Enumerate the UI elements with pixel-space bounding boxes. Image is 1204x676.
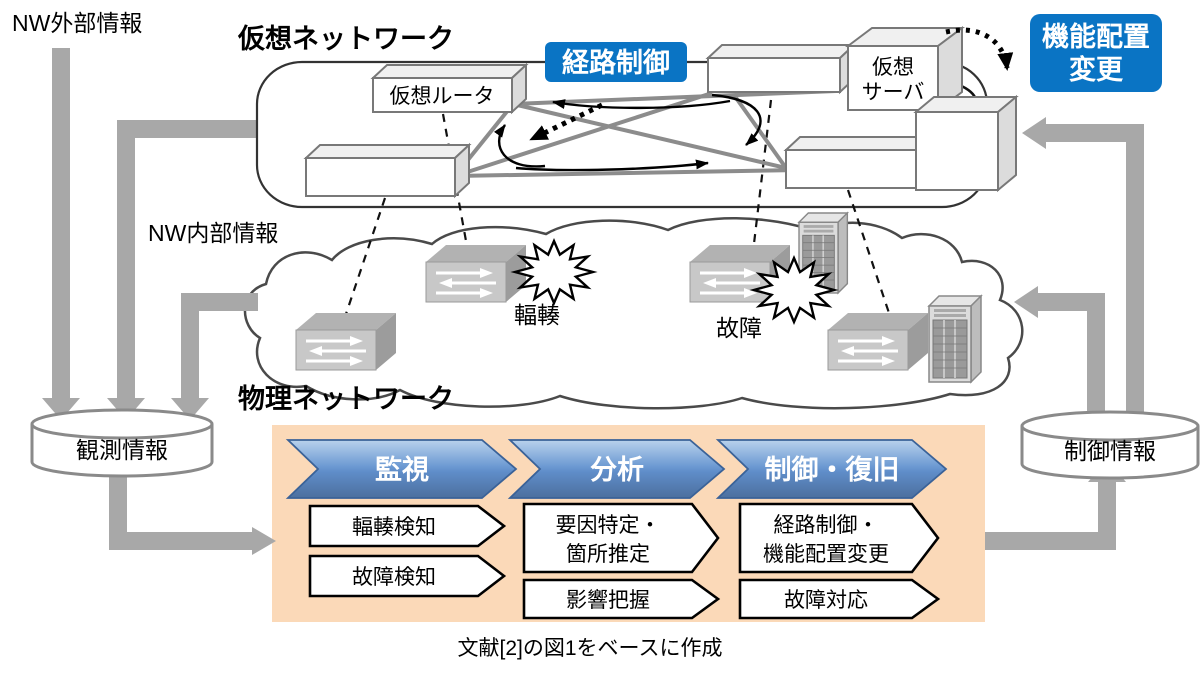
svg-text:変更: 変更 xyxy=(1069,54,1124,85)
relocation-dotted-arrow xyxy=(945,27,1014,71)
physical-switch-4 xyxy=(827,312,929,371)
observed-info-store: 観測情報 xyxy=(30,408,214,478)
arrow-control-to-vnet xyxy=(1022,117,1144,415)
virtual-network-title: 仮想ネットワーク xyxy=(237,24,454,54)
step-cause-identification: 要因特定・ 箇所推定 xyxy=(522,502,720,574)
virtual-network-links xyxy=(453,89,837,178)
step-congestion-detection: 輻輳検知 xyxy=(308,504,507,548)
step-failure-response: 故障対応 xyxy=(738,578,941,620)
control-info-store: 制御情報 xyxy=(1020,410,1200,480)
control-info-label: 制御情報 xyxy=(1064,438,1156,464)
arrow-cloud-to-observed xyxy=(171,293,258,420)
step-route-control-relocation: 経路制御・ 機能配置変更 xyxy=(738,502,940,574)
nw-internal-info-label: NW内部情報 xyxy=(148,220,278,246)
virtual-server-label-line1: 仮想 xyxy=(872,56,914,79)
virtual-server-label-line2: サーバ xyxy=(862,81,925,104)
step-impact-assessment: 影響把握 xyxy=(522,578,721,620)
relocation-target-cube xyxy=(913,94,1019,193)
physical-network-title: 物理ネットワーク xyxy=(238,384,454,414)
svg-text:経路制御: 経路制御 xyxy=(562,47,670,78)
route-arrows xyxy=(493,93,762,172)
server-tower-2 xyxy=(928,295,982,383)
virtual-router-node-bottom-left xyxy=(303,142,472,199)
svg-text:故障検知: 故障検知 xyxy=(352,566,436,589)
svg-text:輻輳検知: 輻輳検知 xyxy=(352,516,436,539)
svg-text:機能配置: 機能配置 xyxy=(1042,21,1150,52)
svg-text:経路制御・: 経路制御・ xyxy=(774,514,879,537)
svg-text:監視: 監視 xyxy=(375,455,429,485)
stage-chevron-control-recovery: 制御・復旧 xyxy=(715,439,948,499)
route-control-badge: 経路制御 xyxy=(545,42,687,82)
stage-chevron-monitoring: 監視 xyxy=(285,439,518,499)
virtual-router-node-top-left: 仮想ルータ xyxy=(370,62,529,115)
arrow-external-info-down xyxy=(42,48,80,420)
physical-switch-1 xyxy=(295,312,397,371)
failure-label: 故障 xyxy=(716,315,762,341)
svg-text:故障対応: 故障対応 xyxy=(784,589,868,612)
virtual-router-node-bottom-right xyxy=(783,134,935,191)
congestion-label: 輻輳 xyxy=(514,302,560,328)
observed-info-label: 観測情報 xyxy=(76,437,168,463)
nw-external-info-label: NW外部情報 xyxy=(12,10,142,36)
virtual-physical-mapping-lines xyxy=(344,99,892,317)
stage-chevron-analysis: 分析 xyxy=(507,439,726,499)
svg-text:影響把握: 影響把握 xyxy=(566,589,650,612)
step-failure-detection: 故障検知 xyxy=(308,554,507,598)
rerouted-path-dotted-arrow xyxy=(529,102,604,142)
svg-text:制御・復旧: 制御・復旧 xyxy=(765,454,900,485)
svg-text:分析: 分析 xyxy=(590,455,644,485)
arrow-control-to-cloud xyxy=(1014,286,1105,415)
caption: 文献[2]の図1をベースに作成 xyxy=(458,637,723,660)
arrow-vnet-to-observed xyxy=(107,120,257,420)
svg-text:要因特定・: 要因特定・ xyxy=(556,514,661,537)
virtual-router-node-top-right xyxy=(705,42,857,95)
virtual-server-cube: 仮想 サーバ xyxy=(845,26,965,112)
svg-text:箇所推定: 箇所推定 xyxy=(566,543,650,566)
svg-text:機能配置変更: 機能配置変更 xyxy=(763,543,889,566)
physical-switch-2 xyxy=(425,244,527,303)
function-relocation-badge: 機能配置 変更 xyxy=(1030,14,1162,92)
virtual-router-label: 仮想ルータ xyxy=(390,85,495,108)
